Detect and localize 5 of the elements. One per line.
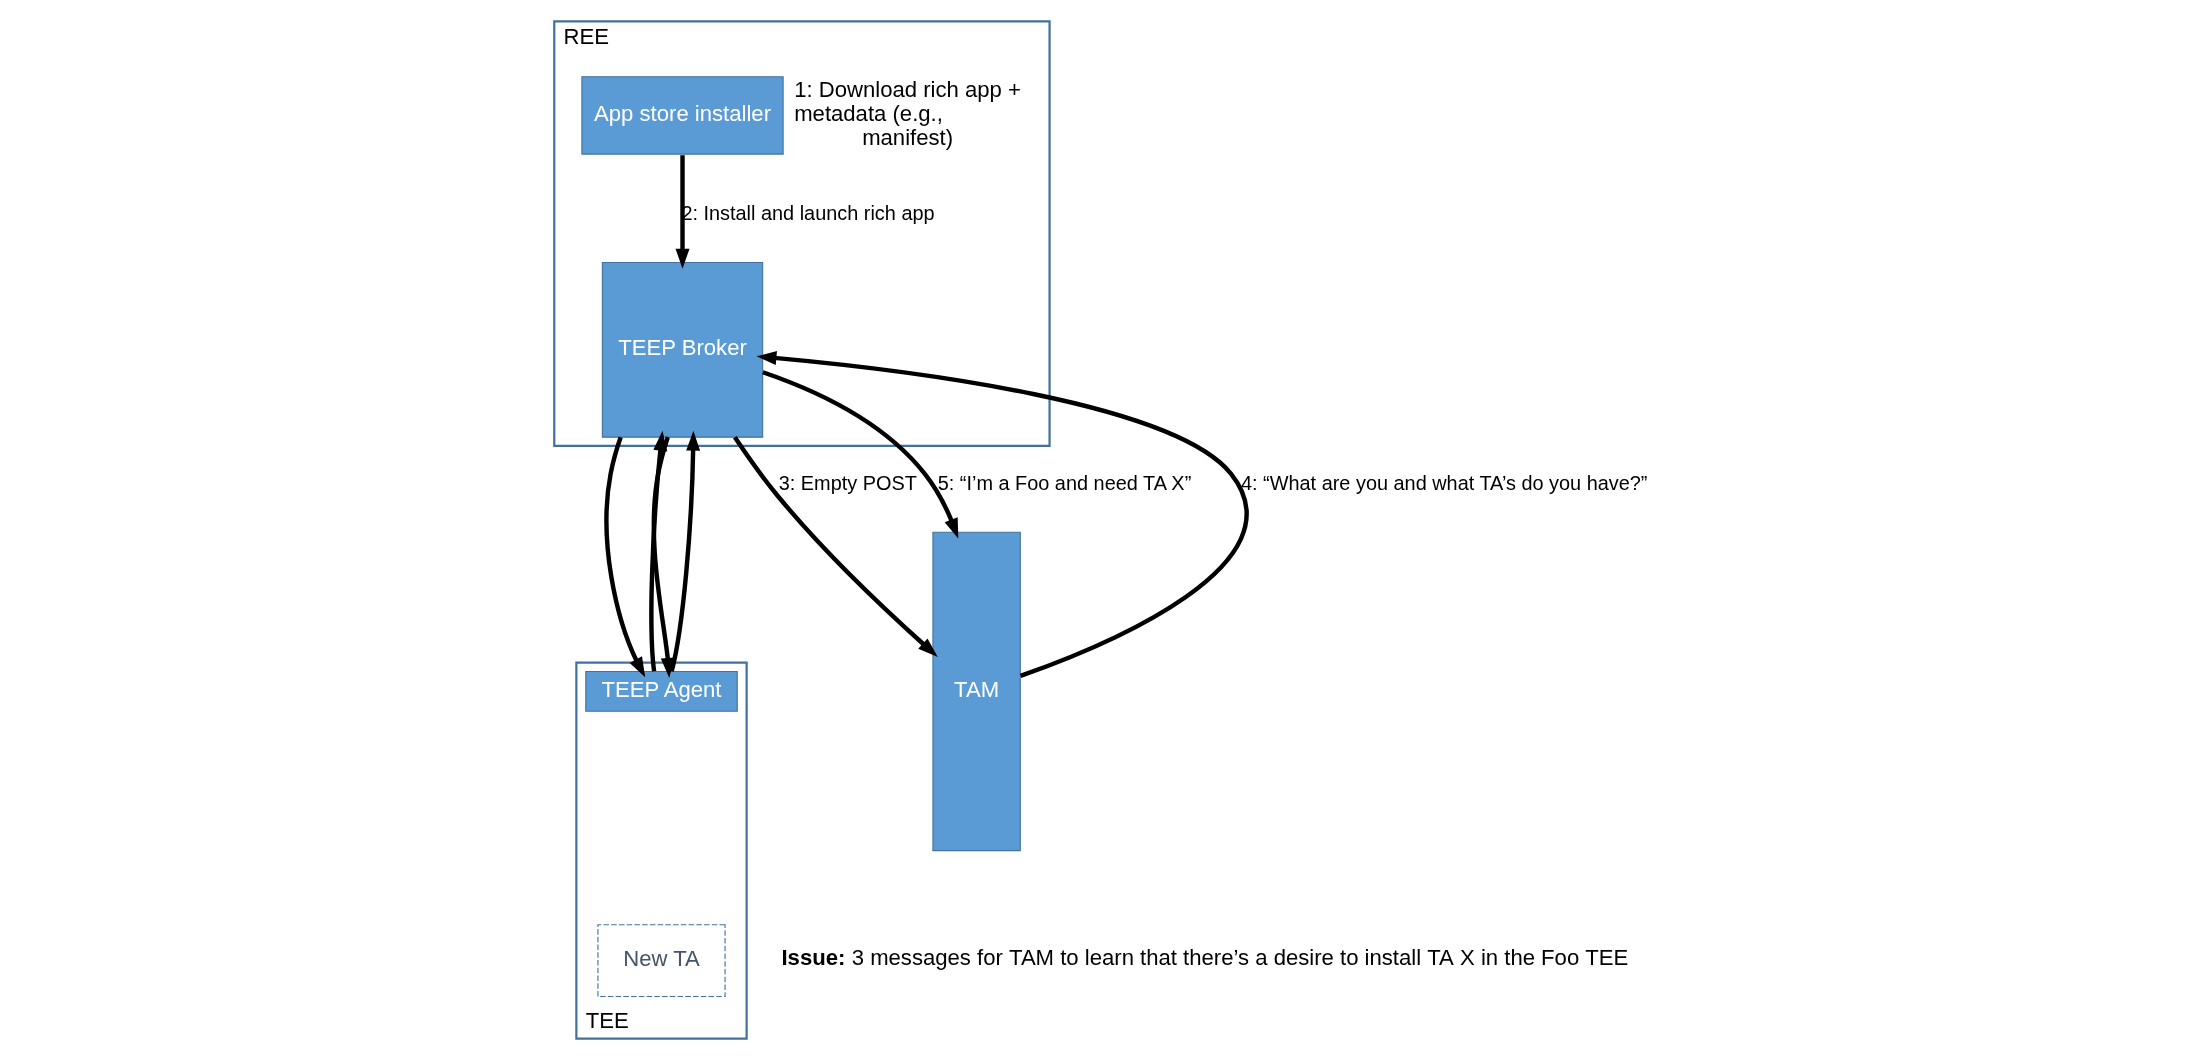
edge-label: 3: Empty POST bbox=[778, 471, 917, 494]
edge-label: 4: “What are you and what TA’s do you have?” bbox=[1241, 471, 1648, 494]
edge-label: 5: “I’m a Foo and need TA X” bbox=[937, 471, 1192, 494]
label: Issue: 3 messages for TAM to learn that there’s a desire to install TA X in the Foo TEE bbox=[781, 945, 1629, 971]
node-label: 1: Download rich app + metadata (e.g., manifest) bbox=[794, 76, 1021, 151]
